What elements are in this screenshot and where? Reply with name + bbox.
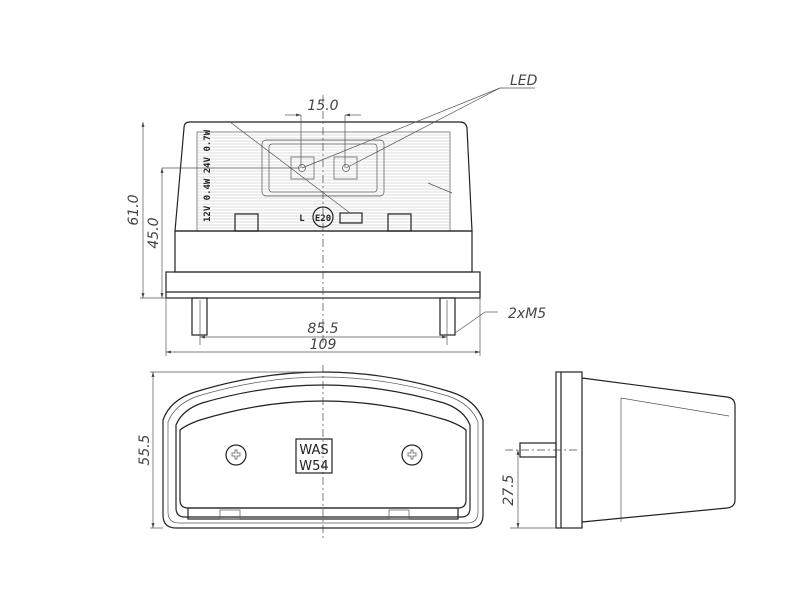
svg-text:45.0: 45.0 — [146, 217, 162, 248]
svg-text:85.5: 85.5 — [307, 321, 338, 337]
svg-text:LED: LED — [510, 73, 538, 89]
svg-text:W54: W54 — [299, 459, 328, 474]
screw-icon — [225, 444, 247, 466]
lens-housing — [174, 121, 473, 232]
svg-text:15.0: 15.0 — [307, 98, 338, 114]
side-view: 27.5 — [501, 371, 736, 529]
svg-text:12V 0.4W 24V 0.7W: 12V 0.4W 24V 0.7W — [203, 129, 213, 222]
front-view: E20 L 12V 0.4W 24V 0.7W 15.0 LED 61.0 45… — [126, 73, 546, 356]
svg-text:61.0: 61.0 — [126, 194, 142, 225]
stud-left — [191, 297, 208, 336]
svg-text:109: 109 — [310, 337, 337, 353]
stud-right — [439, 297, 456, 336]
bottom-view: WAS W54 55.5 — [137, 365, 484, 540]
model-plate — [295, 438, 333, 474]
svg-text:WAS: WAS — [299, 443, 328, 458]
led-right — [333, 156, 358, 180]
collar — [174, 230, 473, 273]
svg-text:L: L — [299, 214, 305, 224]
screw-icon — [401, 444, 423, 466]
svg-text:55.5: 55.5 — [137, 434, 153, 465]
svg-text:2xM5: 2xM5 — [508, 306, 546, 322]
svg-text:27.5: 27.5 — [501, 474, 517, 505]
